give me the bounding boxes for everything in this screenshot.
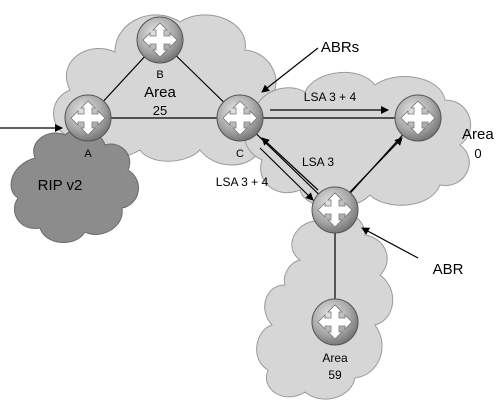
abr-label: ABR <box>433 261 464 278</box>
router-b <box>136 16 184 64</box>
abrs-label: ABRs <box>321 39 359 56</box>
router-area0 <box>394 94 442 142</box>
rip-v2-label: RIP v2 <box>38 177 83 194</box>
arrow-lsa-right <box>349 137 403 193</box>
router-abr <box>311 186 359 234</box>
abr-pointer <box>361 227 419 259</box>
abrs-pointer <box>261 47 319 93</box>
arrow-lsa-mid <box>261 137 319 191</box>
arrow-lsa-left <box>259 147 314 201</box>
area-59-label-word: Area <box>322 351 348 365</box>
router-c <box>216 94 264 142</box>
lsa-left-label: LSA 3 + 4 <box>216 175 269 189</box>
lsa-top-label: LSA 3 + 4 <box>304 90 357 104</box>
router-area59 <box>311 298 359 346</box>
router-a <box>64 94 112 142</box>
router-c-label: C <box>236 148 244 160</box>
area-0-cloud <box>244 71 472 209</box>
area-0-label-word: Area <box>462 126 494 143</box>
lsa-arrows <box>0 47 419 259</box>
router-a-label: A <box>84 148 92 160</box>
lsa-mid-label: LSA 3 <box>302 155 334 169</box>
area-25-label-num: 25 <box>153 103 167 118</box>
area-59-label-num: 59 <box>328 368 342 382</box>
area-25-label-word: Area <box>144 84 176 101</box>
area-0-label-num: 0 <box>474 146 481 161</box>
router-b-label: B <box>156 69 163 81</box>
